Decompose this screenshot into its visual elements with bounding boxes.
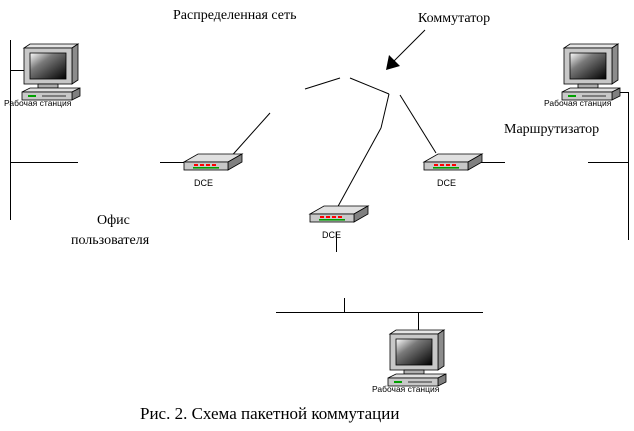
dce-bottom: DCE [309,205,369,240]
modem-icon [423,153,483,171]
right-lan [480,92,629,240]
dce-label: DCE [194,178,213,188]
workstation-icon [21,43,81,101]
office-label-line1: Офис [97,213,130,228]
workstation-bottom: Рабочая станция [372,329,447,394]
switch-arrow [386,29,426,70]
dce-label: DCE [322,230,341,240]
workstation-icon [387,329,447,387]
workstation-right: Рабочая станция [544,43,621,108]
workstation-label: Рабочая станция [372,384,440,394]
distributed-network-label: Распределенная сеть [173,8,297,23]
workstation-label: Рабочая станция [544,98,612,108]
workstation-left: Рабочая станция [4,43,81,108]
workstation-label: Рабочая станция [4,98,72,108]
workstation-icon [561,43,621,101]
network-links [227,77,437,211]
router-label: Маршрутизатор [504,122,599,137]
dce-label: DCE [437,178,456,188]
switch-label: Коммутатор [418,11,490,26]
dce-right: DCE [423,153,483,188]
modem-icon [309,205,369,223]
modem-icon [183,153,243,171]
figure-caption: Рис. 2. Схема пакетной коммутации [140,404,399,423]
dce-left: DCE [183,153,243,188]
bottom-lan [276,232,483,330]
office-label-line2: пользователя [71,233,150,248]
